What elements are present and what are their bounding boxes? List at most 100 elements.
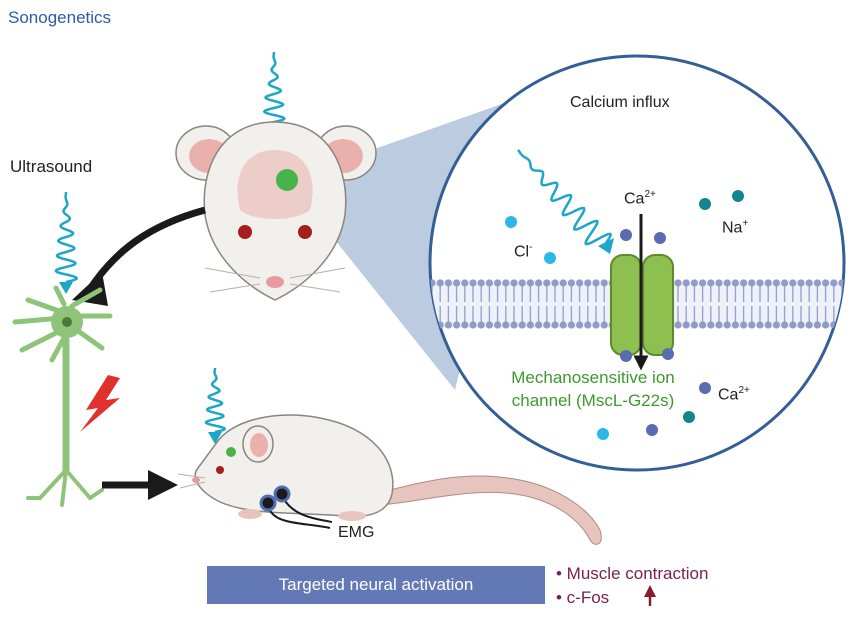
mouse-body-icon xyxy=(177,414,602,545)
calcium-ion xyxy=(620,350,632,362)
lipid-head xyxy=(690,279,699,287)
curved-arrowhead xyxy=(72,272,108,306)
ion-charge: + xyxy=(742,218,749,229)
lipid-head xyxy=(485,321,493,329)
ultrasound-wave-icon xyxy=(517,149,612,247)
outcome-item: • c-Fos xyxy=(556,588,610,607)
lipid-head xyxy=(715,321,723,329)
calcium-ion xyxy=(646,424,658,436)
lipid-head xyxy=(576,321,584,329)
lipid-head xyxy=(781,279,789,287)
lipid-head xyxy=(789,279,797,287)
lipid-head xyxy=(453,279,461,287)
ion-channel-label-line: Mechanosensitive ion xyxy=(511,368,675,387)
lipid-head xyxy=(444,279,452,287)
lipid-head xyxy=(748,321,756,329)
lipid-head xyxy=(559,321,567,329)
ion-channel-label: Mechanosensitive ion channel (MscL-G22s) xyxy=(478,366,708,412)
lipid-head xyxy=(502,321,510,329)
wave-arrowhead xyxy=(59,282,73,294)
lipid-head xyxy=(781,321,789,329)
lipid-head xyxy=(600,279,608,287)
sodium-ion xyxy=(732,190,744,202)
calcium-ion xyxy=(620,229,632,241)
lipid-head xyxy=(477,279,485,287)
wave-arrowhead xyxy=(208,432,222,444)
mouse-head-icon xyxy=(175,121,377,301)
lipid-head xyxy=(723,321,731,329)
sodium-ion xyxy=(683,411,695,423)
lipid-head xyxy=(682,279,690,287)
curved-arrow xyxy=(85,206,206,294)
lipid-head xyxy=(551,279,559,287)
lipid-head xyxy=(797,321,805,329)
lipid-head xyxy=(592,279,600,287)
chloride-ion xyxy=(544,252,556,264)
lipid-head xyxy=(510,321,518,329)
lipid-head xyxy=(797,279,805,287)
lipid-head xyxy=(756,321,764,329)
lipid-head xyxy=(699,321,707,329)
ion-channel-label-line: channel (MscL-G22s) xyxy=(511,391,675,410)
ion-symbol: Cl xyxy=(514,243,530,261)
lipid-head xyxy=(576,279,584,287)
lipid-head xyxy=(469,279,477,287)
lipid-head xyxy=(535,321,543,329)
c-fos-up-arrowhead xyxy=(644,585,656,597)
lipid-head xyxy=(789,321,797,329)
lipid-head xyxy=(813,321,822,329)
lipid-head xyxy=(543,321,551,329)
lipid-head xyxy=(748,279,756,287)
lipid-head xyxy=(485,279,493,287)
lipid-head xyxy=(674,321,682,329)
lipid-head xyxy=(543,279,551,287)
lipid-head xyxy=(764,279,772,287)
lipid-head xyxy=(805,321,813,329)
lipid-head xyxy=(699,279,707,287)
lipid-head xyxy=(731,321,740,329)
lipid-head xyxy=(526,279,535,287)
calcium-ion xyxy=(662,348,674,360)
outcome-list: • Muscle contraction • c-Fos xyxy=(556,562,708,610)
ion-symbol: Ca xyxy=(718,386,739,404)
lipid-head xyxy=(772,279,781,287)
lipid-head xyxy=(444,321,452,329)
lipid-head xyxy=(469,321,477,329)
lipid-head xyxy=(461,321,469,329)
calcium-influx-label: Calcium influx xyxy=(570,94,670,111)
lipid-head xyxy=(518,321,526,329)
lipid-head xyxy=(830,279,838,287)
lipid-head xyxy=(461,279,469,287)
emg-label: EMG xyxy=(338,524,375,541)
lipid-head xyxy=(584,279,592,287)
lipid-head xyxy=(510,279,518,287)
lipid-head xyxy=(731,279,740,287)
ultrasound-wave-icon xyxy=(204,368,227,434)
lipid-head xyxy=(600,321,608,329)
lipid-head xyxy=(723,279,731,287)
sodium-ion-label: Na+ xyxy=(722,218,748,237)
lipid-head xyxy=(756,279,764,287)
lipid-head xyxy=(494,321,502,329)
lipid-head xyxy=(518,279,526,287)
ion-channel xyxy=(610,254,674,356)
calcium-ion-label: Ca2+ xyxy=(624,189,656,208)
sodium-ion xyxy=(699,198,711,210)
lipid-head xyxy=(502,279,510,287)
lipid-head xyxy=(822,321,830,329)
lipid-head xyxy=(436,279,444,287)
chloride-ion-label: Cl- xyxy=(514,242,532,261)
lipid-head xyxy=(592,321,600,329)
calcium-ion xyxy=(699,382,711,394)
lipid-head xyxy=(567,279,576,287)
lipid-head xyxy=(494,279,502,287)
ion-charge: 2+ xyxy=(738,385,750,396)
ultrasound-label: Ultrasound xyxy=(10,157,93,176)
chloride-ion xyxy=(597,428,609,440)
calcium-ion xyxy=(654,232,666,244)
lipid-head xyxy=(707,279,715,287)
lightning-icon xyxy=(80,375,120,432)
lipid-head xyxy=(740,279,748,287)
neuron-icon xyxy=(12,285,113,507)
